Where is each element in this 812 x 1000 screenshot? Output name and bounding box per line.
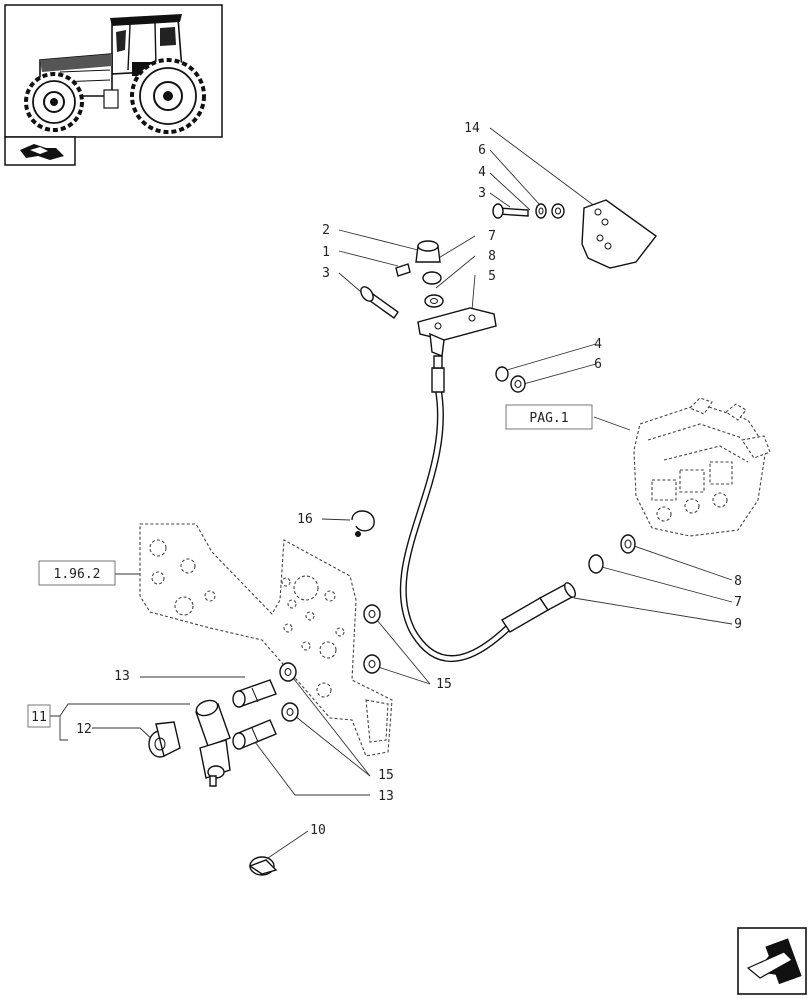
group-reference-box[interactable]: 11 bbox=[27, 704, 51, 728]
washer-4-mid bbox=[495, 366, 509, 382]
washer-4-top bbox=[535, 203, 547, 219]
screw-3-top bbox=[492, 203, 529, 219]
lever-bracket-14 bbox=[581, 199, 657, 269]
plate-reference-box[interactable]: 1.96.2 bbox=[38, 560, 116, 586]
nut-8 bbox=[424, 294, 444, 308]
stud-13-upper bbox=[232, 679, 277, 708]
callout-4: 4 bbox=[594, 337, 602, 352]
callout-15: 15 bbox=[436, 677, 452, 692]
group-reference-label: 11 bbox=[31, 710, 47, 725]
nut-8-lower bbox=[620, 534, 636, 554]
callout-2: 2 bbox=[322, 223, 330, 238]
support-plate bbox=[139, 523, 393, 757]
tractor-thumbnail-icon bbox=[4, 4, 223, 138]
nut-6-mid bbox=[510, 375, 526, 393]
screw-3-mid bbox=[360, 286, 399, 319]
callout-8: 8 bbox=[734, 574, 742, 589]
pivot-bush-11 bbox=[195, 699, 231, 787]
nut-15-upper bbox=[363, 604, 381, 624]
stud-13-lower bbox=[232, 719, 277, 750]
callout-9: 9 bbox=[734, 617, 742, 632]
callout-7: 7 bbox=[488, 229, 496, 244]
nut-15-left-a bbox=[279, 662, 297, 682]
callout-16: 16 bbox=[297, 512, 313, 527]
cap-12 bbox=[148, 721, 181, 758]
control-valve-assembly bbox=[633, 397, 771, 537]
callout-4: 4 bbox=[478, 165, 486, 180]
support-bracket-5 bbox=[417, 307, 497, 357]
callout-3: 3 bbox=[478, 186, 486, 201]
callout-13: 13 bbox=[378, 789, 394, 804]
knob-2 bbox=[415, 240, 441, 263]
clamp-10 bbox=[248, 856, 278, 876]
washer-7 bbox=[422, 271, 442, 285]
callout-7: 7 bbox=[734, 595, 742, 610]
washer-7-lower bbox=[588, 554, 604, 574]
next-page-arrow-icon[interactable] bbox=[737, 927, 807, 995]
nut-15-lower bbox=[363, 654, 381, 674]
callout-13: 13 bbox=[114, 669, 130, 684]
callout-14: 14 bbox=[464, 121, 480, 136]
pag-reference-box[interactable]: PAG.1 bbox=[505, 404, 593, 430]
callout-10: 10 bbox=[310, 823, 326, 838]
pin-1 bbox=[395, 263, 411, 277]
plate-reference-label: 1.96.2 bbox=[54, 567, 101, 582]
control-cable-9 bbox=[399, 355, 576, 662]
nut-15-left-b bbox=[281, 702, 299, 722]
callout-5: 5 bbox=[488, 269, 496, 284]
callout-1: 1 bbox=[322, 245, 330, 260]
callout-6: 6 bbox=[594, 357, 602, 372]
callout-6: 6 bbox=[478, 143, 486, 158]
pag-reference-label: PAG.1 bbox=[529, 411, 568, 426]
callout-8: 8 bbox=[488, 249, 496, 264]
cable-clip-16 bbox=[351, 510, 375, 537]
page-back-arrow-icon[interactable] bbox=[4, 136, 76, 166]
callout-labels: 14 6 4 3 2 1 3 7 8 5 4 6 16 8 7 9 15 13 … bbox=[76, 121, 742, 838]
nut-6-top bbox=[551, 203, 565, 219]
callout-3: 3 bbox=[322, 266, 330, 281]
callout-15: 15 bbox=[378, 768, 394, 783]
callout-12: 12 bbox=[76, 722, 92, 737]
